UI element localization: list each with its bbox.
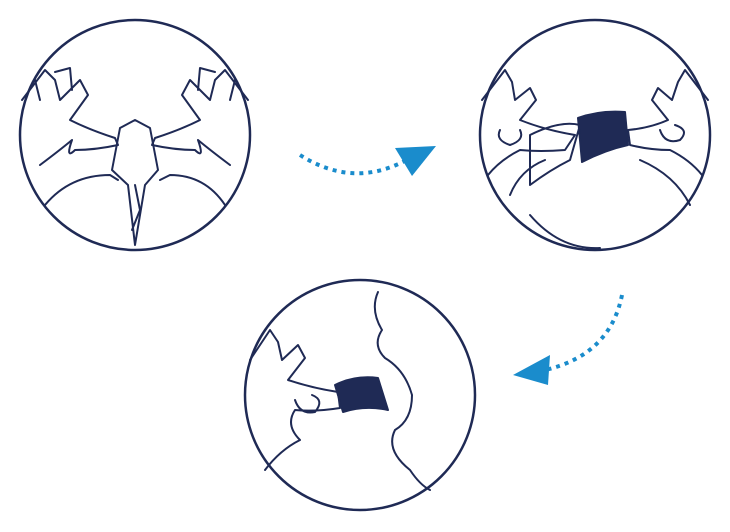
arrowhead-icon <box>513 355 550 385</box>
step-3-illustration <box>243 278 477 512</box>
step-2-illustration <box>478 18 712 252</box>
step-1-left-hand <box>21 67 119 166</box>
arrow-step-2-to-3 <box>513 294 624 385</box>
step-2-frame <box>478 18 712 252</box>
step-1-right-hand <box>151 67 249 166</box>
arrowhead-icon <box>395 146 436 176</box>
step-1-face <box>44 119 226 246</box>
step-1-frame <box>18 18 252 252</box>
arrow-step-1-to-2 <box>298 146 436 176</box>
step-3-frame <box>243 278 477 512</box>
step-2-left-hand <box>481 69 576 176</box>
dotted-arrow-down-left-icon <box>544 294 624 372</box>
step-3-hand <box>249 329 341 471</box>
step-1-illustration <box>18 18 252 252</box>
step-2-face <box>509 122 691 250</box>
step-3-strip <box>334 376 389 413</box>
step-3-face-profile <box>373 291 431 491</box>
dotted-arrow-right-icon <box>298 153 412 176</box>
step-2-strip <box>577 110 629 163</box>
step-2-right-hand <box>627 69 709 176</box>
